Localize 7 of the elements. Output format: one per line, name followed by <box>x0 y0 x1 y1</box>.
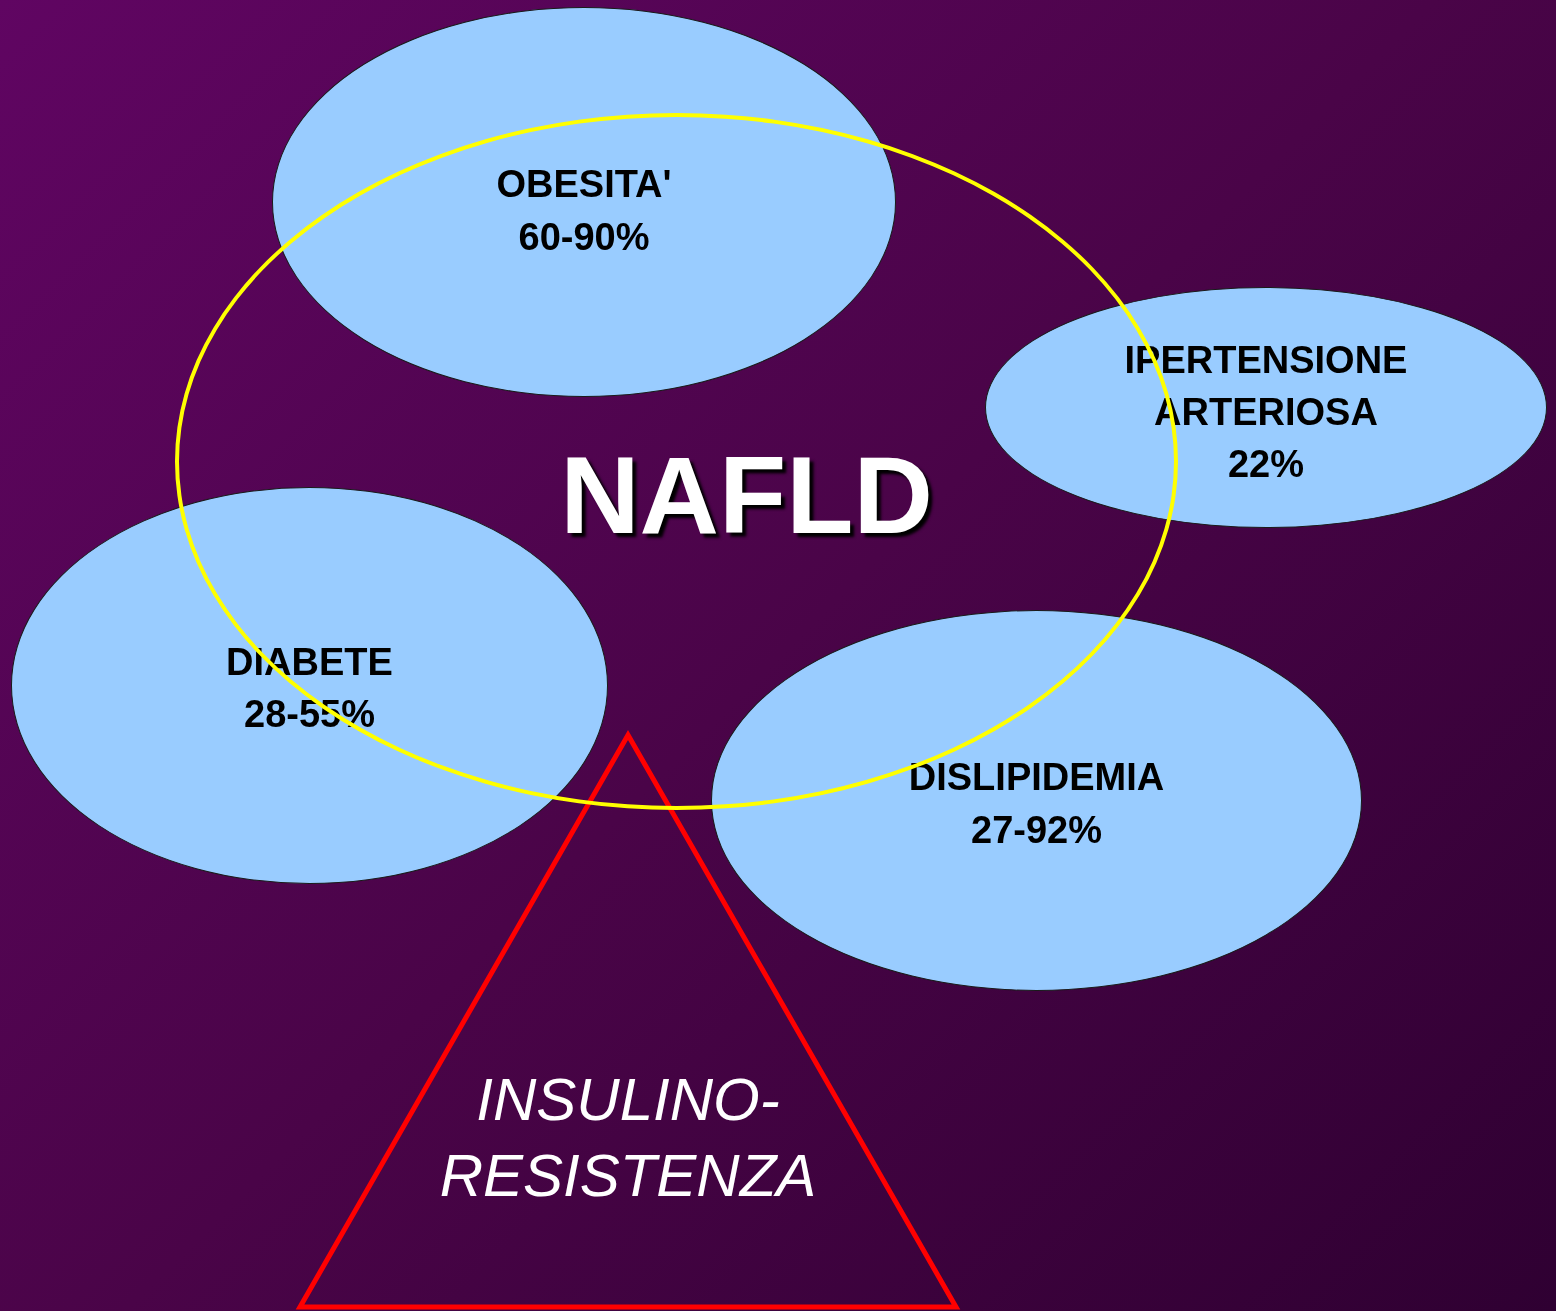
prevalence-value: 60-90% <box>518 215 650 260</box>
condition-label: OBESITA' <box>496 162 672 207</box>
concept-label: INSULINO- RESISTENZA <box>438 1065 818 1211</box>
prevalence-value: 27-92% <box>971 808 1102 853</box>
condition-label: DISLIPIDEMIA <box>908 755 1165 800</box>
title-text: NAFLD <box>560 435 933 555</box>
prevalence-value: 22% <box>1227 442 1305 487</box>
